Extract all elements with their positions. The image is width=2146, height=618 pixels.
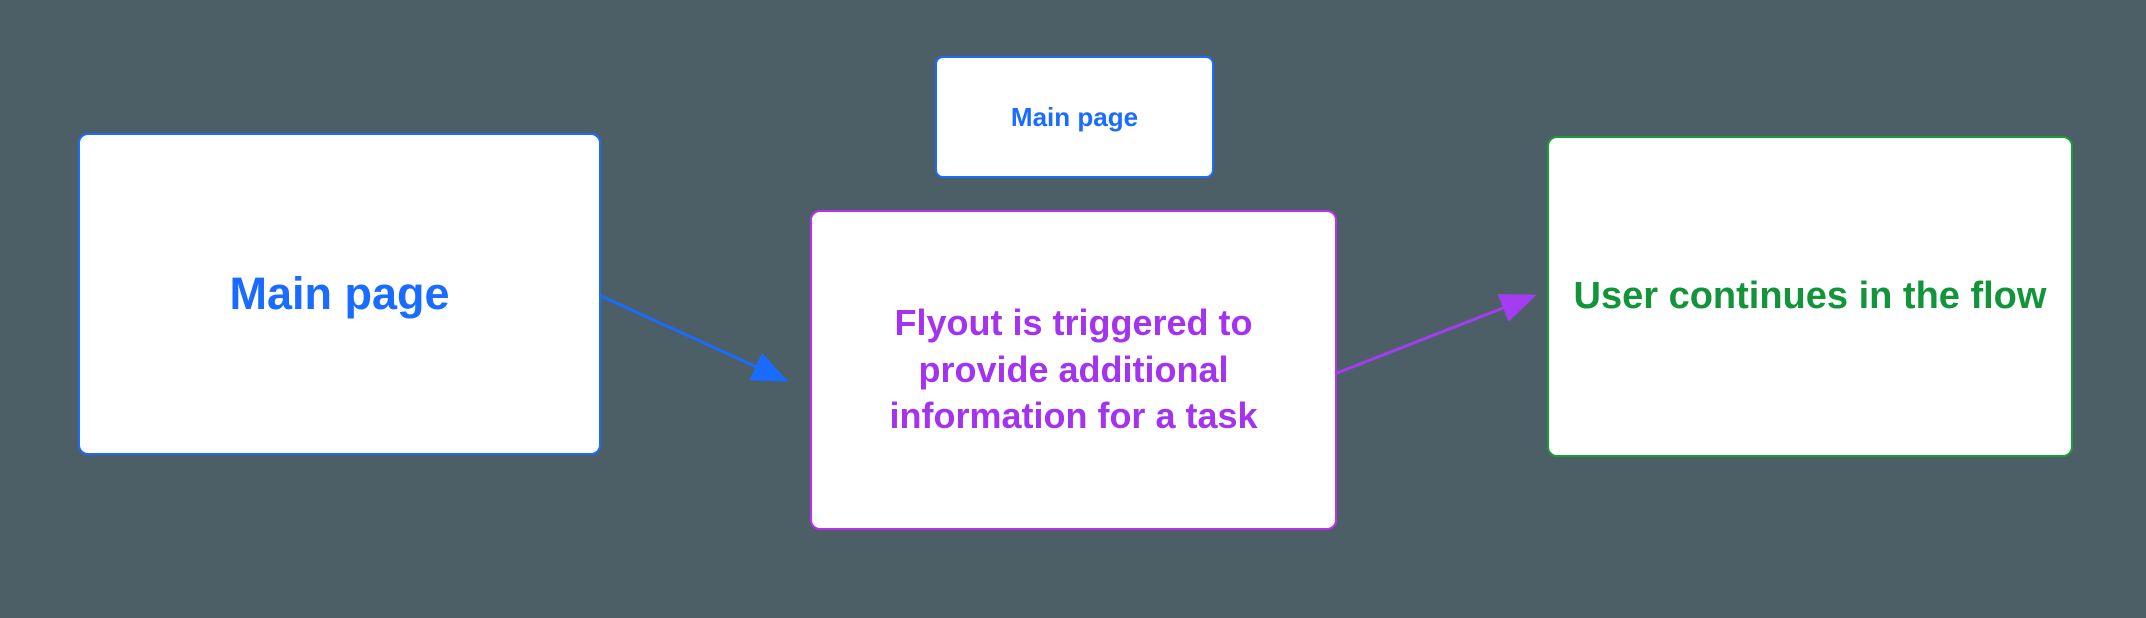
arrow-flyout-to-continue [1336, 293, 1537, 375]
node-main-page: Main page [78, 133, 601, 455]
node-main-page-mini: Main page [935, 56, 1214, 178]
node-flyout-description: Flyout is triggered to provide additiona… [810, 210, 1337, 530]
arrow-main-to-flyout [600, 294, 789, 382]
node-user-continues: User continues in the flow [1547, 136, 2073, 457]
node-main-page-mini-label: Main page [1010, 101, 1139, 132]
node-flyout-description-label: Flyout is triggered to provide additiona… [889, 301, 1258, 437]
node-user-continues-label: User continues in the flow [1573, 275, 2047, 317]
node-main-page-label: Main page [229, 268, 450, 319]
